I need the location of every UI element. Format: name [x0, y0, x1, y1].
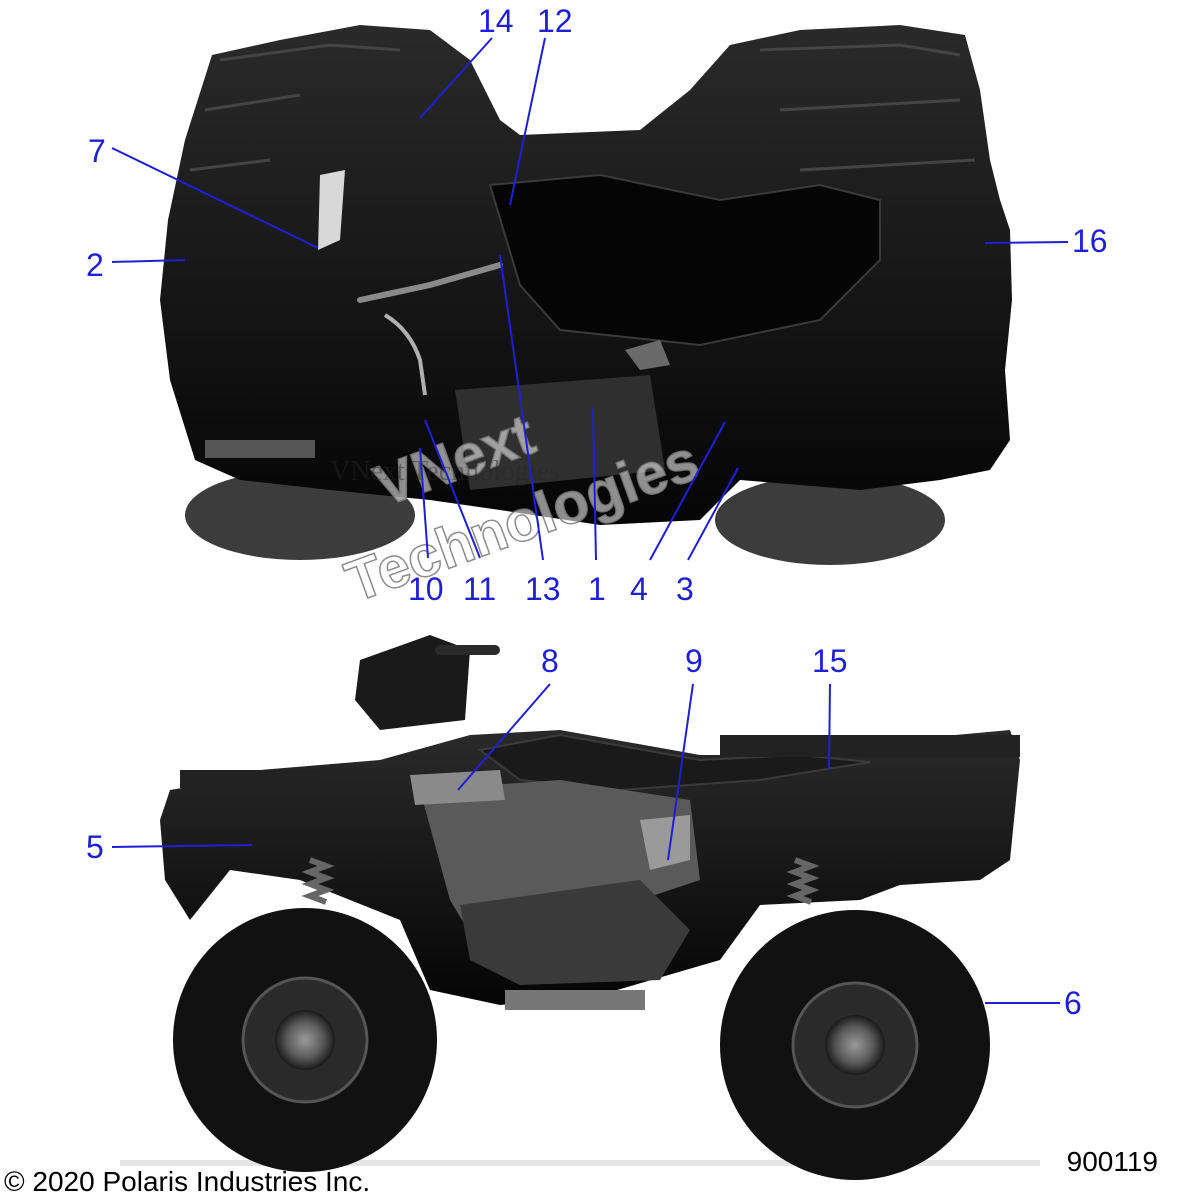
callout-10: 10: [408, 571, 444, 607]
callout-16: 16: [1072, 223, 1108, 259]
rear-shock: [786, 857, 820, 905]
callout-12: 12: [537, 3, 573, 39]
callout-11: 11: [463, 571, 496, 607]
seat-top: [488, 173, 881, 347]
leader-11: [424, 419, 481, 559]
front-rack-side: [180, 770, 320, 788]
callout-15: 15: [812, 643, 848, 679]
handguard-top: [318, 170, 345, 250]
callout-9: 9: [685, 643, 703, 679]
leader-12: [509, 37, 546, 206]
callout-labels: 14 12 7 2 16 10 11 13 1 4 3 8 9 15 5 6: [86, 3, 1108, 1021]
rear-rack-top: [759, 43, 976, 172]
leader-3: [687, 467, 739, 561]
side-panel-dark: [460, 880, 690, 985]
leader-13: [499, 254, 544, 561]
leader-10: [419, 447, 429, 559]
leader-9: [667, 683, 694, 861]
rear-rack-side: [720, 735, 1020, 757]
front-rack-top: [189, 43, 401, 172]
headlight-pod: [355, 635, 470, 730]
right-tire-top: [715, 475, 945, 565]
leader-15: [828, 683, 831, 771]
front-hub: [275, 1010, 335, 1070]
leader-14: [419, 37, 493, 119]
rear-hub: [825, 1015, 885, 1075]
front-vent-top: [205, 440, 315, 458]
engine-area-top: [455, 375, 665, 490]
leader-7: [111, 147, 319, 249]
leader-16: [984, 241, 1069, 244]
leader-1: [592, 407, 597, 561]
footrest: [505, 990, 645, 1010]
leader-lines: [111, 37, 1069, 1004]
callout-3: 3: [676, 571, 694, 607]
leader-2: [111, 259, 186, 263]
sportsman-decal: [410, 770, 505, 805]
atv-side-view: [120, 635, 1040, 1180]
callout-5: 5: [86, 829, 104, 865]
callout-4: 4: [630, 571, 648, 607]
callout-1: 1: [588, 571, 606, 607]
callout-14: 14: [478, 3, 514, 39]
figure-number: 900119: [1066, 1146, 1158, 1177]
leader-8: [457, 683, 551, 791]
engine-highlight-top: [625, 340, 670, 370]
leader-4: [649, 421, 726, 561]
callout-2: 2: [86, 247, 104, 283]
copyright-notice: © 2020 Polaris Industries Inc.: [4, 1166, 371, 1197]
front-shock: [301, 857, 335, 905]
callout-7: 7: [88, 133, 106, 169]
handlebar-top: [357, 262, 503, 303]
callout-8: 8: [541, 643, 559, 679]
side-decal-9: [640, 815, 690, 870]
atv-top-view: [160, 25, 1012, 565]
ground-line: [120, 1160, 1040, 1166]
callout-13: 13: [525, 571, 561, 607]
leader-5: [111, 844, 253, 848]
lever-top: [383, 313, 427, 396]
callout-6: 6: [1064, 985, 1082, 1021]
